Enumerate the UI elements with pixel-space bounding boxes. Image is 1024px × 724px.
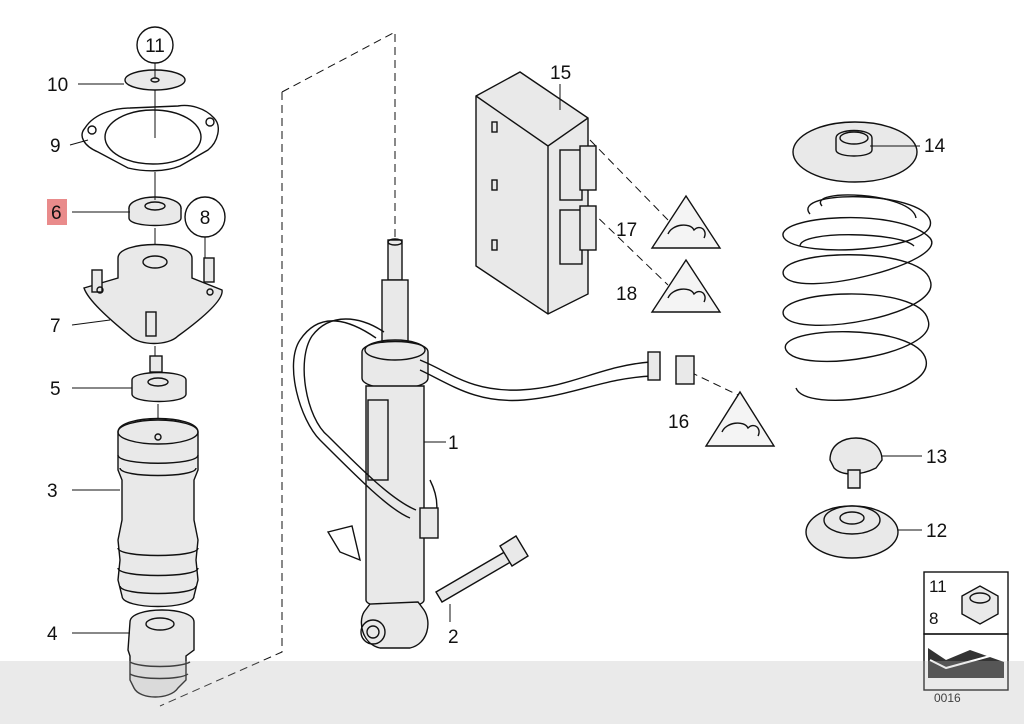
callout-7[interactable]: 7 [50, 316, 61, 337]
callout-13[interactable]: 13 [926, 447, 947, 468]
part-bump-cap[interactable] [829, 437, 922, 489]
callout-11[interactable]: 11 [145, 36, 165, 57]
callout-18[interactable]: 18 [616, 284, 637, 305]
callout-leaders [69, 83, 920, 634]
part-support-bearing[interactable] [83, 243, 223, 361]
part-dust-boot[interactable] [117, 417, 199, 608]
part-bushing[interactable] [128, 172, 182, 250]
legend-label-bottom: 8 [929, 609, 938, 628]
callout-6[interactable]: 6 [51, 203, 62, 224]
part-spring-seat-upper[interactable] [792, 121, 920, 183]
callout-15[interactable]: 15 [550, 63, 571, 84]
callout-5[interactable]: 5 [50, 379, 61, 400]
callout-3[interactable]: 3 [47, 481, 58, 502]
callout-12[interactable]: 12 [926, 521, 947, 542]
warning-triangle-icon-17 [650, 194, 722, 249]
callout-8[interactable]: 8 [200, 208, 211, 229]
part-gasket-plate[interactable] [81, 90, 219, 172]
callout-6-highlight [47, 199, 67, 225]
callout-16[interactable]: 16 [668, 412, 689, 433]
callout-14[interactable]: 14 [924, 136, 946, 157]
circle-callout-8 [184, 196, 226, 258]
legend-box [923, 571, 1009, 691]
assembly-dash-lines [159, 31, 741, 707]
callout-4[interactable]: 4 [47, 624, 58, 645]
callout-2[interactable]: 2 [448, 627, 459, 648]
callout-10[interactable]: 10 [47, 75, 68, 96]
nut-icon [961, 585, 999, 625]
part-stop[interactable] [131, 355, 187, 420]
part-coil-spring[interactable] [782, 194, 933, 401]
part-bolt[interactable] [435, 535, 529, 622]
legend-label-top: 11 [929, 577, 947, 596]
callout-1[interactable]: 1 [448, 433, 459, 454]
callout-9[interactable]: 9 [50, 136, 61, 157]
part-spring-seat-lower[interactable] [805, 505, 922, 559]
circle-callout-11 [136, 26, 174, 78]
part-shock-absorber[interactable] [326, 238, 446, 649]
arrow-icon [928, 648, 1004, 678]
shock-cables [292, 318, 695, 539]
warning-triangle-icon-18 [650, 258, 722, 313]
part-control-unit[interactable] [475, 71, 597, 315]
image-code: 0016 [934, 691, 961, 705]
callout-17[interactable]: 17 [616, 220, 637, 241]
warning-triangle-icon-16 [704, 390, 776, 447]
part-bump-stop[interactable] [127, 609, 195, 698]
